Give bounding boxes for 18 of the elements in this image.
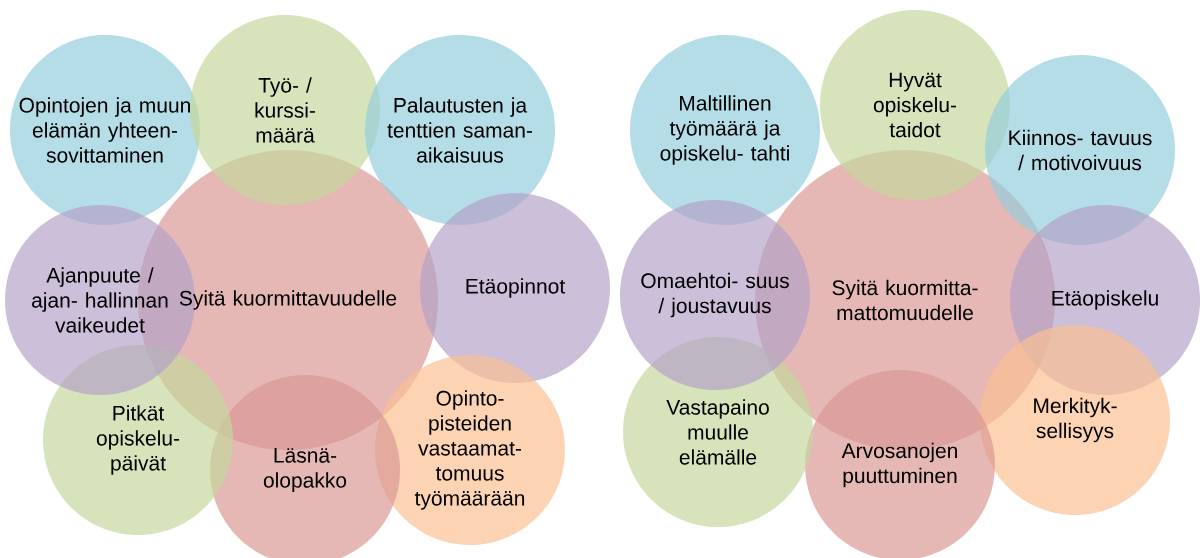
- bubble-text: Etäopinnot: [466, 278, 566, 298]
- bubble-text: Opintojen ja muun elämän yhteen- sovittaminen: [19, 97, 190, 163]
- bubble-text: Hyvät opiskelu- taidot: [873, 72, 957, 138]
- bubble-text: Omaehtoi- suus / joustavuus: [641, 272, 789, 318]
- bubble-text: Työ- / kurssi- määrä: [255, 77, 315, 143]
- bubble-text: Syitä kuormitta- mattomuudelle: [832, 279, 978, 321]
- bubble-text: Kiinnos- tavuus / motivoivuus: [1009, 129, 1152, 171]
- bubble-text: Syitä kuormittavuudelle: [179, 290, 397, 310]
- bubble-text: Merkityk- sellisyys: [1034, 397, 1117, 443]
- bubble-text: Palautusten ja tenttien saman- aikaisuus: [387, 97, 532, 163]
- bubble-text: Opinto- pisteiden vastaamat- tomuus työmäärään: [414, 390, 525, 510]
- bubble-text: Maltillinen työmäärä ja opiskelu- tahti: [660, 95, 789, 165]
- bubble-text: Vastapaino muulle elämälle: [666, 399, 769, 465]
- bubble-text: Etäopiskelu: [1052, 290, 1158, 310]
- bubble-text: Ajanpuute / ajan- hallinnan vaikeudet: [32, 267, 168, 333]
- bubble-text: Pitkät opiskelu- päivät: [96, 405, 180, 475]
- bubble-text: Arvosanojen puuttuminen: [841, 442, 957, 488]
- bubble-text: Läsnä- olopakko: [263, 448, 347, 492]
